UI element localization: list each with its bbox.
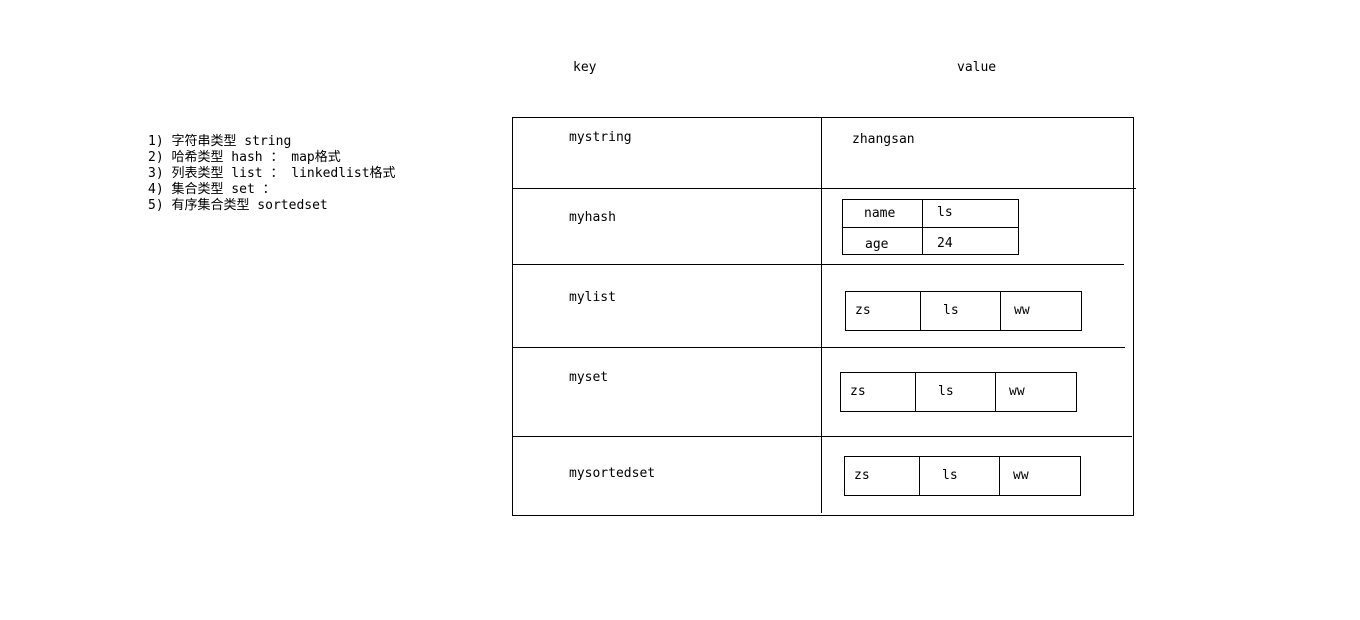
cell-divider [995,373,996,411]
sortedset-item: ww [1013,468,1029,483]
row-divider [512,188,1136,189]
type-item-list: 3) 列表类型 list ： linkedlist格式 [148,166,396,181]
row-divider [512,264,1124,265]
cell-divider [915,373,916,411]
hash-field: name [864,206,896,221]
hash-value: ls [937,205,953,220]
type-item-string: 1) 字符串类型 string [148,134,292,149]
type-item-hash: 2) 哈希类型 hash ： map格式 [148,150,341,165]
cell-divider [919,457,920,495]
sortedset-items-box: zs ls ww [844,456,1081,496]
key-mystring: mystring [569,130,632,145]
key-mylist: mylist [569,290,616,305]
column-divider [821,117,822,513]
list-item: ls [943,303,959,318]
set-items-box: zs ls ww [840,372,1077,412]
hash-row-divider [843,227,1018,228]
key-myhash: myhash [569,210,616,225]
type-item-sortedset: 5) 有序集合类型 sortedset [148,198,328,213]
cell-divider [920,292,921,330]
hash-field: age [865,237,889,252]
row-divider [512,347,1125,348]
key-myset: myset [569,370,609,385]
sortedset-item: zs [854,468,870,483]
row-divider [512,436,1132,437]
set-item: zs [850,384,866,399]
sortedset-item: ls [942,468,958,483]
cell-divider [1000,292,1001,330]
data-types-list: 1) 字符串类型 string 2) 哈希类型 hash ： map格式 3) … [148,134,396,214]
hash-value: 24 [937,236,953,251]
key-mysortedset: mysortedset [569,466,656,481]
list-item: ww [1014,303,1030,318]
hash-table: name ls age 24 [842,199,1019,255]
list-items-box: zs ls ww [845,291,1082,331]
type-item-set: 4) 集合类型 set ： [148,182,276,197]
set-item: ww [1009,384,1025,399]
value-column-header: value [957,60,997,75]
key-value-table [512,117,1134,516]
key-column-header: key [573,60,597,75]
set-item: ls [938,384,954,399]
cell-divider [999,457,1000,495]
value-string: zhangsan [852,132,915,147]
list-item: zs [855,303,871,318]
